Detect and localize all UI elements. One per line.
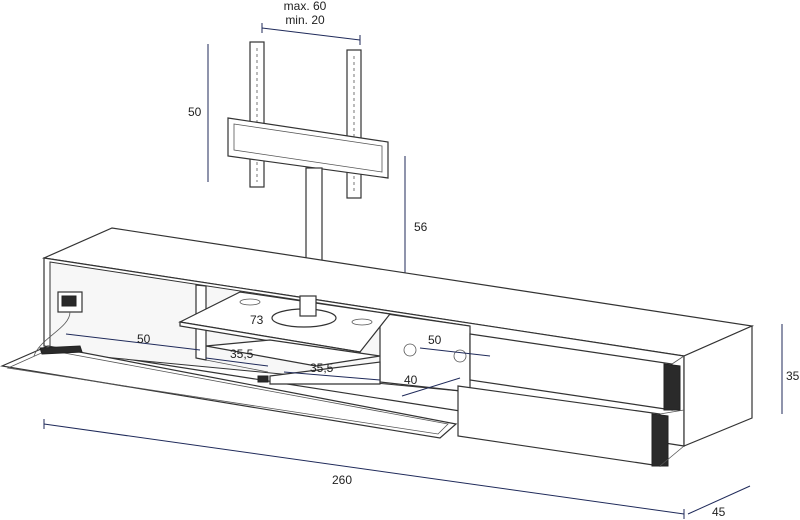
- bracket-crossbar: [227, 117, 389, 179]
- shelf-width-left-line: [65, 333, 201, 351]
- total-width-line: [43, 423, 685, 515]
- total-depth-line: [687, 485, 751, 515]
- compartment-b-line: [283, 371, 381, 381]
- label-total-depth: 45: [712, 505, 726, 519]
- bracket-pole: [305, 167, 323, 273]
- drawer-depth-line: [401, 377, 461, 397]
- shelf-width-right-line: [419, 347, 491, 357]
- label-total-width: 260: [332, 473, 352, 487]
- label-bracket-max: max. 60: [284, 0, 327, 13]
- label-shelf-width-right: 50: [428, 333, 442, 347]
- label-drawer-depth: 40: [404, 373, 418, 387]
- drop-down-flap: [0, 345, 458, 439]
- label-shelf-depth: 73: [250, 313, 264, 327]
- label-total-height: 35: [786, 369, 800, 383]
- tv-bracket: [207, 23, 406, 286]
- label-mount-height: 56: [414, 220, 428, 234]
- dimension-labels: max. 60 min. 20 50 56 50 73 35,5 35,5 50…: [137, 0, 800, 519]
- label-compartment-a: 35,5: [230, 347, 254, 361]
- outer-dimensions: [43, 324, 783, 519]
- inner-dimensions: [65, 333, 491, 397]
- bracket-width-dimension-line: [261, 27, 361, 41]
- label-bracket-min: min. 20: [285, 13, 325, 27]
- cabinet: [0, 227, 755, 467]
- label-shelf-width-left: 50: [137, 332, 151, 346]
- label-compartment-b: 35,5: [310, 361, 334, 375]
- cabinet-right-side: [683, 325, 753, 447]
- label-bracket-height: 50: [188, 105, 202, 119]
- compartment-a-line: [205, 357, 269, 367]
